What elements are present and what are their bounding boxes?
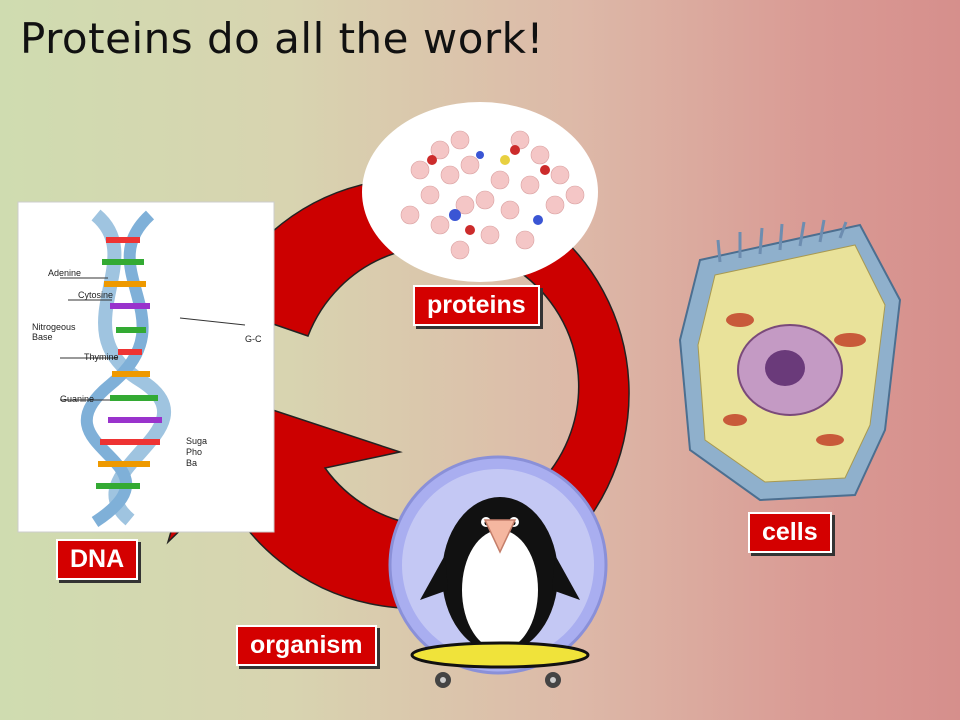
- protein-image: [362, 102, 598, 282]
- dna-label-adenine: Adenine: [48, 268, 82, 278]
- dna-label-gc: G-C: [245, 334, 262, 344]
- dna-label-sugar: Suga: [186, 436, 208, 446]
- dna-label: DNA: [56, 539, 139, 580]
- dna-label-thymine: Thymine: [84, 352, 119, 362]
- cell-image: [678, 219, 902, 502]
- dna-label-phosphate: Pho: [186, 447, 203, 457]
- cells-label: cells: [748, 512, 832, 553]
- dna-label-nitrogenous-base: Nitrogeous Base: [32, 322, 76, 342]
- dna-label-guanine: Guanine: [60, 394, 95, 404]
- dna-image: [17, 201, 275, 533]
- dna-label-backbone: Ba: [186, 458, 198, 468]
- organism-label: organism: [236, 625, 377, 666]
- slide-title: Proteins do all the work!: [20, 14, 544, 63]
- dna-label-cytosine: Cytosine: [78, 290, 114, 300]
- proteins-label: proteins: [413, 285, 540, 326]
- penguin-image: [388, 455, 608, 688]
